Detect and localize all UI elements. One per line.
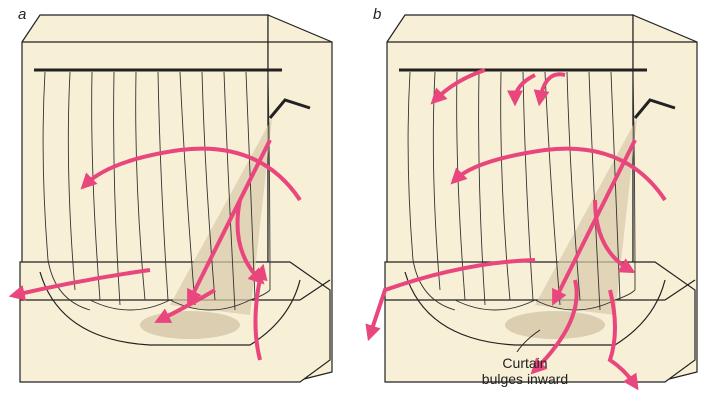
panel-label-b: b [373,6,382,23]
panel-label-a: a [18,6,27,23]
panel-b-drawing [365,13,699,391]
annotation-line-2: bulges inward [481,371,569,387]
annotation-leader-line [516,329,541,353]
annotation-line-1: Curtain [502,355,548,371]
airflow-arrows-b [365,68,667,391]
airflow-arrows-a [8,139,302,361]
panel-a-drawing [8,13,334,384]
curtain-annotation: Curtain bulges inward [470,355,580,387]
